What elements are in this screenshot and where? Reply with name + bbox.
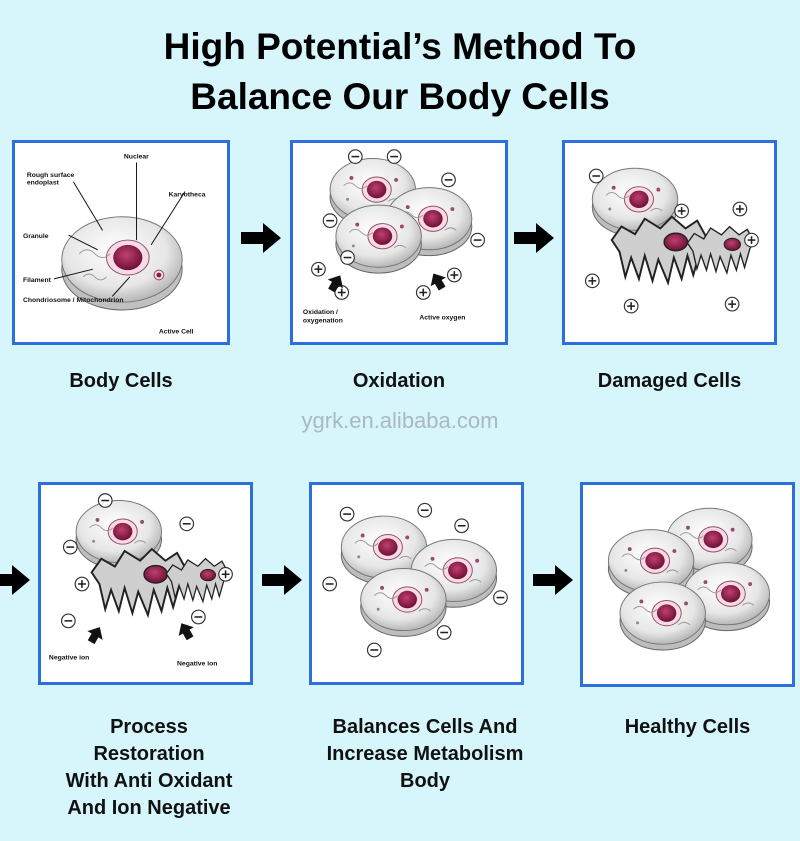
panel-balanced-cells [309, 482, 524, 685]
caption-line: And Ion Negative [67, 797, 231, 819]
caption-line: Restoration [93, 743, 205, 765]
caption-line: Process [110, 716, 188, 738]
caption-body-cells: Body Cells [69, 370, 173, 392]
label-rough-surface-2: endoplast [27, 180, 60, 187]
label-negative-ion-left: Negative ion [49, 655, 89, 662]
caption-line: Body [400, 770, 450, 792]
title-line-2: Balance Our Body Cells [190, 76, 610, 117]
label-oxidation-2: oxygenation [303, 318, 343, 325]
oxidation-illustration: Oxidation / oxygenation Active oxygen [303, 149, 486, 325]
label-karyotheca: Karyotheca [169, 191, 206, 198]
damaged-cells-illustration [584, 167, 760, 314]
watermark: ygrk.en.alibaba.com [301, 408, 499, 433]
page-title: High Potential’s Method To Balance Our B… [0, 22, 800, 122]
right-arrow-icon [514, 223, 554, 253]
label-filament: Filament [23, 277, 52, 284]
panel-damaged-cells [562, 140, 777, 345]
right-arrow-icon [0, 565, 30, 595]
right-arrow-icon [533, 565, 573, 595]
caption-line: With Anti Oxidant [65, 770, 233, 792]
panel-body-cells: Nuclear Rough surface endoplast Karyothe… [12, 140, 230, 345]
label-chondriosome: Chondriosome / Mitochondrion [23, 297, 124, 304]
label-negative-ion-right: Negative ion [177, 661, 217, 668]
label-rough-surface-1: Rough surface [27, 172, 75, 179]
panel-oxidation: Oxidation / oxygenation Active oxygen [290, 140, 508, 345]
restoration-illustration: Negative ion Negative ion [49, 492, 234, 668]
caption-healthy-cells: Healthy Cells [624, 716, 751, 738]
caption-line: Balances Cells And [332, 716, 518, 738]
label-active-cell: Active Cell [159, 328, 194, 335]
caption-oxidation: Oxidation [352, 370, 446, 392]
body-cell-illustration: Nuclear Rough surface endoplast Karyothe… [23, 154, 206, 336]
label-oxidation-1: Oxidation / [303, 309, 338, 316]
title-line-1: High Potential’s Method To [163, 26, 637, 67]
right-arrow-icon [262, 565, 302, 595]
label-nuclear: Nuclear [124, 154, 149, 161]
label-active-oxygen: Active oxygen [419, 315, 465, 322]
healthy-cells-illustration [607, 507, 771, 651]
caption-balanced-cells: Balances Cells And Increase Metabolism B… [300, 714, 550, 795]
panel-process-restoration: Negative ion Negative ion [38, 482, 253, 685]
caption-damaged-cells: Damaged Cells [597, 370, 742, 392]
label-granule: Granule [23, 233, 49, 240]
right-arrow-icon [241, 223, 281, 253]
balanced-cells-illustration [322, 502, 509, 658]
caption-process-restoration: Process Restoration With Anti Oxidant An… [38, 714, 260, 822]
caption-line: Increase Metabolism [326, 743, 524, 765]
panel-healthy-cells [580, 482, 795, 687]
